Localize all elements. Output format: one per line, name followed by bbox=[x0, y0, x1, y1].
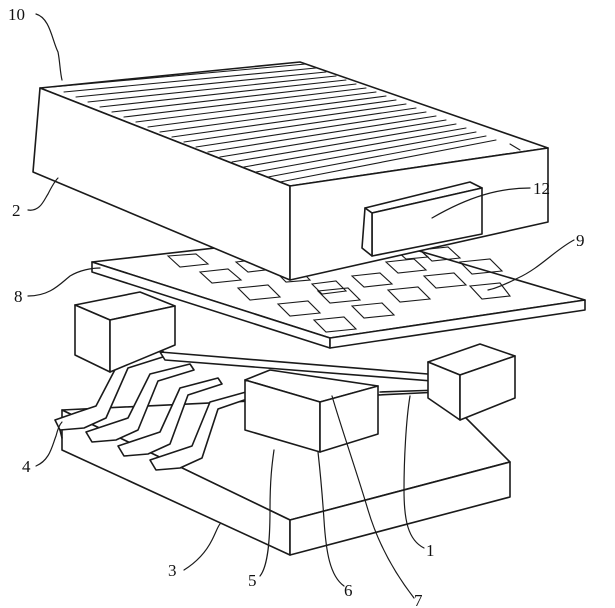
heat-sink bbox=[32, 61, 549, 281]
leader-9 bbox=[487, 239, 575, 291]
label-12: 12 bbox=[533, 179, 550, 198]
label-2: 2 bbox=[12, 201, 21, 220]
right-terminal-block bbox=[427, 343, 516, 421]
part-labels: 10 2 12 8 9 4 3 5 6 7 1 bbox=[8, 5, 585, 608]
leader-4 bbox=[35, 421, 63, 467]
leader-8 bbox=[27, 267, 101, 297]
label-3: 3 bbox=[168, 561, 177, 580]
leader-5 bbox=[259, 449, 275, 577]
label-8: 8 bbox=[14, 287, 23, 306]
label-7: 7 bbox=[414, 591, 423, 608]
label-5: 5 bbox=[248, 571, 257, 590]
label-4: 4 bbox=[22, 457, 31, 476]
lead-pin bbox=[117, 377, 223, 457]
leader-7 bbox=[331, 395, 415, 599]
label-10: 10 bbox=[8, 5, 25, 24]
window-plate bbox=[91, 231, 586, 349]
leader-10 bbox=[35, 13, 63, 81]
label-6: 6 bbox=[344, 581, 353, 600]
side-tab bbox=[361, 181, 483, 257]
leader-6 bbox=[317, 451, 345, 587]
lead-pin bbox=[85, 363, 195, 443]
label-1: 1 bbox=[426, 541, 435, 560]
label-9: 9 bbox=[576, 231, 585, 250]
fin-grooves bbox=[51, 63, 521, 183]
leader-3 bbox=[183, 523, 221, 571]
left-terminal-block bbox=[74, 291, 176, 373]
leader-2 bbox=[27, 177, 59, 211]
leader-1 bbox=[403, 395, 425, 549]
leader-lines bbox=[27, 13, 575, 599]
leader-12 bbox=[431, 187, 531, 219]
